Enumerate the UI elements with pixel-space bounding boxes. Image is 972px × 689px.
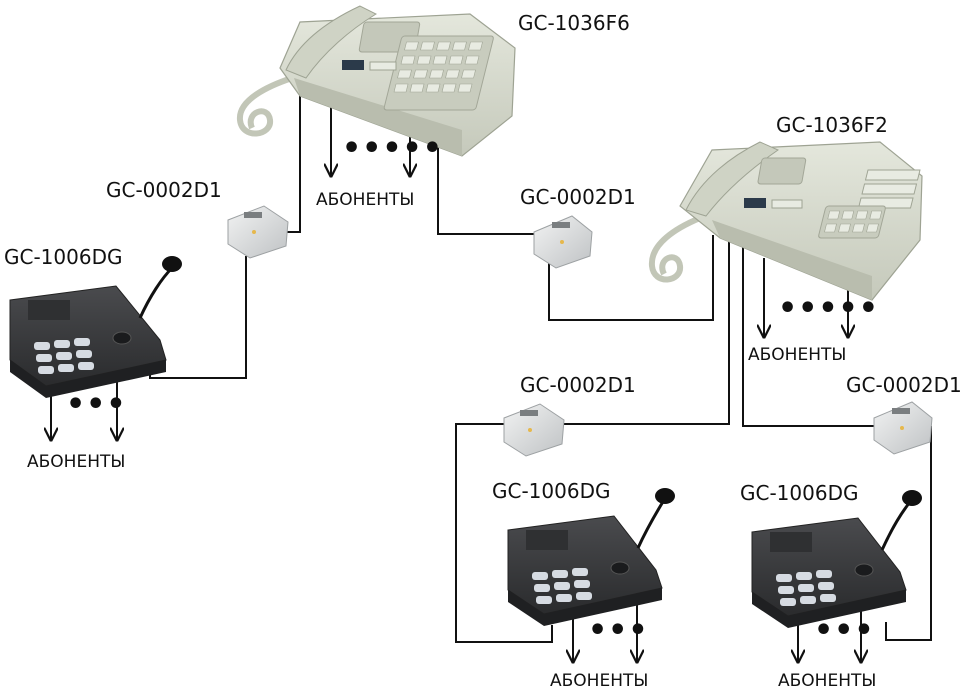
console-keypad [383, 35, 494, 111]
main-console-device [237, 5, 516, 157]
label-main-dots: ••••• [342, 131, 443, 166]
label-sub-console: GC-1036F2 [776, 113, 888, 137]
speaker-grill [770, 532, 812, 552]
gooseneck-mic [138, 266, 174, 319]
console-directory-strips [857, 169, 921, 209]
box-mid-device [533, 215, 593, 269]
subscriber-arrows [51, 98, 861, 662]
speaker-grill [28, 300, 70, 320]
console-display [744, 198, 766, 208]
label-desk-left-dots: ••• [66, 387, 127, 422]
desk-keypad [34, 338, 94, 374]
console-front-edge [294, 78, 462, 156]
label-main-subscribers: АБОНЕНТЫ [316, 190, 414, 210]
label-desk-bl-dots: ••• [588, 613, 649, 648]
desk-bl-device [507, 488, 675, 626]
labels: GC-1036F6 ••••• АБОНЕНТЫ GC-1036F2 •••••… [4, 11, 962, 689]
console-control-buttons [771, 199, 803, 209]
wires [149, 88, 932, 643]
console-front-edge [712, 220, 872, 300]
desk-keypad [532, 568, 592, 604]
console-keypad [818, 205, 886, 239]
label-desk-br: GC-1006DG [740, 481, 858, 505]
label-sub-subscribers: АБОНЕНТЫ [748, 345, 846, 365]
wire-main-to-box-mid [437, 140, 535, 235]
wire-sub-to-box-br [742, 235, 874, 427]
desk-br-device [751, 490, 922, 628]
speaker-grill [757, 157, 807, 185]
desk-keypad [776, 570, 836, 606]
label-box-mid: GC-0002D1 [520, 185, 636, 209]
handset [685, 141, 780, 217]
label-desk-br-dots: ••• [814, 613, 875, 648]
console-control-buttons [369, 61, 397, 71]
mic-head [162, 256, 182, 272]
label-desk-br-subscribers: АБОНЕНТЫ [778, 671, 876, 689]
label-desk-bl: GC-1006DG [492, 479, 610, 503]
gooseneck-mic [636, 499, 666, 549]
wire-box-bl-to-desk-bl [455, 423, 553, 643]
wire-box-br-to-desk-br [885, 426, 932, 641]
gooseneck-mic [880, 501, 912, 551]
console-display [342, 60, 364, 70]
box-bl-device [503, 403, 565, 457]
wire-sub-to-box-bl [563, 235, 730, 425]
label-desk-bl-subscribers: АБОНЕНТЫ [550, 671, 648, 689]
box-left-device [227, 205, 289, 259]
sub-console-device [648, 141, 923, 301]
label-desk-left-subscribers: АБОНЕНТЫ [27, 452, 125, 472]
box-br-device [873, 401, 933, 455]
label-box-bl: GC-0002D1 [520, 373, 636, 397]
label-box-br: GC-0002D1 [846, 373, 962, 397]
label-box-left: GC-0002D1 [106, 178, 222, 202]
mic-head [902, 490, 922, 506]
mic-head [655, 488, 675, 504]
desk-left-device [9, 256, 182, 398]
label-sub-dots: ••••• [778, 291, 879, 326]
label-desk-left: GC-1006DG [4, 245, 122, 269]
label-main-console: GC-1036F6 [518, 11, 630, 35]
wire-box-mid-to-sub [548, 235, 714, 321]
handset [285, 5, 378, 79]
handset-cord [237, 75, 293, 137]
handset-cord [648, 215, 702, 283]
console-body [679, 141, 923, 301]
speaker-grill [526, 530, 568, 550]
wire-main-to-box-left [278, 88, 301, 233]
